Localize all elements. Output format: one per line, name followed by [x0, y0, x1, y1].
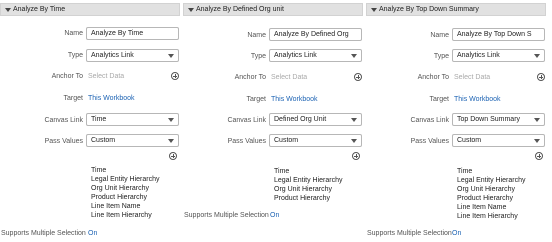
action-panel-analyze-by-defined-org-unit: Analyze By Defined Org unit Name Analyze…	[183, 0, 365, 242]
type-label: Type	[67, 52, 83, 59]
type-select[interactable]: Analytics Link	[86, 49, 179, 62]
add-pass-value-icon[interactable]	[535, 152, 543, 160]
panel-header[interactable]: Analyze By Top Down Summary	[366, 3, 546, 16]
supports-multiple-selection-toggle[interactable]: On	[270, 212, 280, 219]
pass-value-item: Line Item Hierarchy	[91, 212, 152, 219]
anchor-to-placeholder[interactable]: Select Data	[88, 73, 125, 80]
add-anchor-icon[interactable]	[171, 72, 179, 80]
type-select[interactable]: Analytics Link	[452, 49, 545, 62]
chevron-down-icon	[351, 118, 357, 122]
add-anchor-icon[interactable]	[537, 73, 545, 81]
chevron-down-icon	[534, 118, 540, 122]
supports-multiple-selection-label: Supports Multiple Selection	[1, 230, 86, 237]
pass-value-item: Time	[457, 168, 473, 175]
name-input[interactable]: Analyze By Top Down Summary	[452, 28, 545, 41]
panel-header-title: Analyze By Time	[13, 6, 66, 13]
pass-values-label: Pass Values	[410, 138, 449, 145]
pass-value-item: Line Item Name	[457, 204, 507, 211]
pass-value-item: Line Item Hierarchy	[457, 213, 518, 220]
add-pass-value-icon[interactable]	[352, 152, 360, 160]
pass-values-select[interactable]: Custom	[452, 134, 545, 147]
panel-header[interactable]: Analyze By Time	[0, 3, 180, 16]
chevron-down-icon	[168, 118, 174, 122]
collapse-caret-icon[interactable]	[5, 8, 11, 12]
canvas-link-select-value: Top Down Summary	[457, 116, 521, 123]
pass-values-select-value: Custom	[457, 137, 482, 144]
chevron-down-icon	[168, 139, 174, 143]
target-label: Target	[429, 96, 449, 103]
supports-multiple-selection-toggle[interactable]: On	[88, 230, 98, 237]
target-label: Target	[246, 96, 266, 103]
chevron-down-icon	[534, 139, 540, 143]
anchor-to-placeholder[interactable]: Select Data	[454, 74, 491, 81]
pass-value-item: Time	[274, 168, 290, 175]
collapse-caret-icon[interactable]	[188, 8, 194, 12]
pass-value-item: Org Unit Hierarchy	[91, 185, 149, 192]
pass-values-label: Pass Values	[227, 138, 266, 145]
pass-value-item: Time	[91, 167, 107, 174]
anchor-to-label: Anchor To	[417, 74, 449, 81]
canvas-link-label: Canvas Link	[44, 117, 83, 124]
name-label: Name	[430, 32, 449, 39]
action-panel-analyze-by-top-down-summary: Analyze By Top Down Summary Name Analyze…	[366, 0, 548, 242]
canvas-link-select-value: Defined Org Unit	[274, 116, 327, 123]
add-pass-value-icon[interactable]	[169, 152, 177, 160]
type-select-value: Analytics Link	[91, 52, 134, 59]
collapse-caret-icon[interactable]	[371, 8, 377, 12]
canvas-link-select-value: Time	[91, 116, 107, 123]
pass-values-select-value: Custom	[274, 137, 299, 144]
pass-value-item: Product Hierarchy	[91, 194, 148, 201]
canvas-link-select[interactable]: Defined Org Unit	[269, 113, 362, 126]
chevron-down-icon	[351, 139, 357, 143]
anchor-to-label: Anchor To	[51, 73, 83, 80]
pass-values-select[interactable]: Custom	[86, 134, 179, 147]
type-label: Type	[250, 53, 266, 60]
supports-multiple-selection-label: Supports Multiple Selection	[184, 212, 269, 219]
add-anchor-icon[interactable]	[354, 73, 362, 81]
pass-value-item: Product Hierarchy	[274, 195, 331, 202]
chevron-down-icon	[534, 54, 540, 58]
type-select-value: Analytics Link	[457, 52, 500, 59]
supports-multiple-selection-toggle[interactable]: On	[452, 230, 462, 237]
panel-header-title: Analyze By Top Down Summary	[379, 6, 479, 13]
name-input[interactable]: Analyze By Defined Org unit	[269, 28, 362, 41]
panel-header-title: Analyze By Defined Org unit	[196, 6, 284, 13]
target-link[interactable]: This Workbook	[271, 96, 318, 103]
pass-values-select[interactable]: Custom	[269, 134, 362, 147]
name-label: Name	[64, 30, 83, 37]
canvas-link-select[interactable]: Time	[86, 113, 179, 126]
pass-values-select-value: Custom	[91, 137, 116, 144]
canvas-link-select[interactable]: Top Down Summary	[452, 113, 545, 126]
type-label: Type	[433, 53, 449, 60]
canvas-link-label: Canvas Link	[410, 117, 449, 124]
canvas-link-label: Canvas Link	[227, 117, 266, 124]
panel-header[interactable]: Analyze By Defined Org unit	[183, 3, 363, 16]
pass-value-item: Legal Entity Hierarchy	[274, 177, 343, 184]
pass-value-item: Product Hierarchy	[457, 195, 514, 202]
name-input[interactable]: Analyze By Time	[86, 27, 179, 40]
target-label: Target	[63, 95, 83, 102]
supports-multiple-selection-label: Supports Multiple Selection	[367, 230, 452, 237]
pass-value-item: Org Unit Hierarchy	[457, 186, 515, 193]
target-link[interactable]: This Workbook	[88, 95, 135, 102]
anchor-to-label: Anchor To	[234, 74, 266, 81]
type-select[interactable]: Analytics Link	[269, 49, 362, 62]
chevron-down-icon	[351, 54, 357, 58]
name-label: Name	[247, 32, 266, 39]
action-panel-analyze-by-time: Analyze By Time Name Analyze By Time Typ…	[0, 0, 182, 242]
chevron-down-icon	[168, 54, 174, 58]
anchor-to-placeholder[interactable]: Select Data	[271, 74, 308, 81]
target-link[interactable]: This Workbook	[454, 96, 501, 103]
name-input-value: Analyze By Time	[91, 30, 144, 37]
pass-value-item: Org Unit Hierarchy	[274, 186, 332, 193]
name-input-value: Analyze By Defined Org unit	[274, 31, 349, 38]
pass-value-item: Line Item Name	[91, 203, 141, 210]
pass-value-item: Legal Entity Hierarchy	[91, 176, 160, 183]
type-select-value: Analytics Link	[274, 52, 317, 59]
pass-value-item: Legal Entity Hierarchy	[457, 177, 526, 184]
name-input-value: Analyze By Top Down Summary	[457, 31, 532, 38]
pass-values-label: Pass Values	[44, 138, 83, 145]
